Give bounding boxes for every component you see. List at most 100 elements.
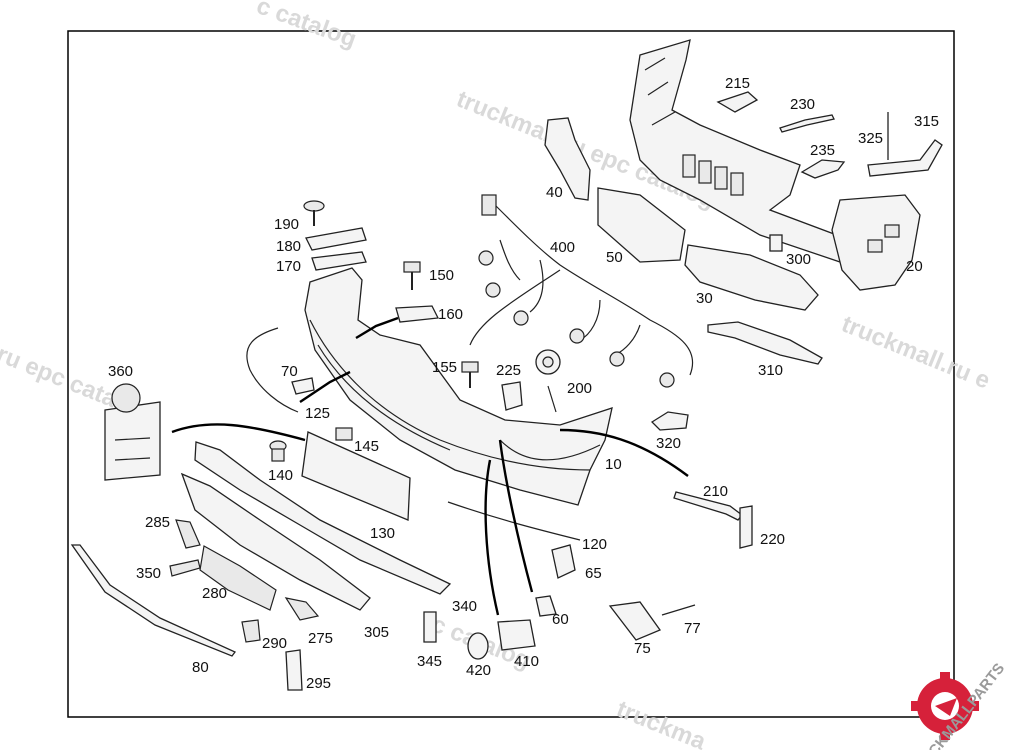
label-170: 170	[276, 258, 301, 275]
label-275: 275	[308, 630, 333, 647]
label-145: 145	[354, 438, 379, 455]
watermark: truckmall.ru e	[838, 311, 994, 395]
nut-145-part	[335, 427, 353, 441]
grille-275-part	[284, 597, 320, 621]
diagram-frame	[67, 30, 955, 718]
clip-225-part	[501, 381, 523, 411]
label-150: 150	[429, 267, 454, 284]
absorber-30-part	[684, 244, 819, 311]
label-10: 10	[605, 456, 622, 473]
nut-140-part	[269, 440, 287, 462]
label-220: 220	[760, 531, 785, 548]
block-410-part	[497, 619, 536, 651]
label-345: 345	[417, 653, 442, 670]
label-285: 285	[145, 514, 170, 531]
part-labels: 10 20 30 40 50 60 65 70 75 77 80 120 125…	[108, 75, 939, 692]
arrow-line	[559, 428, 689, 477]
kit-360-part	[104, 383, 161, 481]
label-235: 235	[810, 142, 835, 159]
label-125: 125	[305, 405, 330, 422]
clip-345-part	[423, 611, 437, 643]
bracket-220-part	[739, 505, 753, 549]
bracket-40-part	[544, 117, 591, 201]
clip-65-part	[551, 544, 576, 579]
arrow-line	[355, 316, 399, 340]
bumper-cover-10-part	[304, 267, 613, 506]
label-120: 120	[582, 536, 607, 553]
clip-235-part	[800, 159, 846, 179]
label-215: 215	[725, 75, 750, 92]
truckmall-logo: TRUCKMALLPARTS	[906, 660, 1008, 750]
nut-160-part	[395, 305, 440, 323]
label-315: 315	[914, 113, 939, 130]
label-305: 305	[364, 624, 389, 641]
label-155: 155	[432, 359, 457, 376]
label-40: 40	[546, 184, 563, 201]
ring-420-part	[467, 632, 489, 660]
strip-80-part	[70, 544, 237, 657]
label-130: 130	[370, 525, 395, 542]
label-280: 280	[202, 585, 227, 602]
watermark: c catalog	[253, 0, 360, 53]
arrow-line	[547, 385, 557, 413]
screw-155-part	[461, 361, 479, 388]
label-180: 180	[276, 238, 301, 255]
label-300: 300	[786, 251, 811, 268]
watermark: truckma	[613, 696, 710, 750]
arrow-line	[498, 439, 534, 593]
clip-290-part	[241, 619, 261, 643]
trim-strip-120-part	[447, 501, 581, 541]
gear-icon	[911, 672, 979, 740]
label-295: 295	[306, 675, 331, 692]
wiring-harness-400-part	[469, 194, 694, 388]
label-77: 77	[684, 620, 701, 637]
label-400: 400	[550, 239, 575, 256]
label-30: 30	[696, 290, 713, 307]
label-420: 420	[466, 662, 491, 679]
bracket-180-part	[305, 227, 367, 251]
screw-150-part	[403, 261, 421, 290]
absorber-50-part	[597, 187, 686, 263]
label-340: 340	[452, 598, 477, 615]
cable-125-part	[246, 327, 299, 413]
label-190: 190	[274, 216, 299, 233]
label-160: 160	[438, 306, 463, 323]
label-310: 310	[758, 362, 783, 379]
arrow-line	[171, 423, 306, 442]
bracket-300-part	[769, 234, 783, 252]
label-50: 50	[606, 249, 623, 266]
screw-190-part	[303, 200, 325, 226]
clip-320-part	[650, 411, 689, 431]
label-20: 20	[906, 258, 923, 275]
clip-215-part	[716, 91, 759, 113]
arrow-line	[299, 370, 351, 403]
license-plate-130-part	[301, 431, 411, 521]
sensor-200-part	[535, 349, 561, 375]
grille-280-part	[199, 545, 277, 611]
label-75: 75	[634, 640, 651, 657]
screw-210-part	[673, 491, 743, 521]
label-290: 290	[262, 635, 287, 652]
label-65: 65	[585, 565, 602, 582]
pin-77-part	[661, 604, 696, 616]
label-350: 350	[136, 565, 161, 582]
label-140: 140	[268, 467, 293, 484]
grille-340-part	[194, 441, 452, 595]
label-230: 230	[790, 96, 815, 113]
label-200: 200	[567, 380, 592, 397]
trim-315-part	[867, 139, 943, 177]
label-210: 210	[703, 483, 728, 500]
label-60: 60	[552, 611, 569, 628]
support-310-part	[707, 321, 823, 365]
clip-60-part	[535, 595, 557, 617]
cover-75-part	[608, 601, 662, 641]
bracket-170-part	[311, 251, 367, 271]
label-410: 410	[514, 653, 539, 670]
side-bracket-right-part	[831, 194, 921, 291]
clip-70-part	[291, 377, 315, 395]
screw-230-part	[779, 114, 835, 133]
label-360: 360	[108, 363, 133, 380]
grille-285-part	[175, 519, 201, 549]
clip-295-part	[285, 649, 303, 691]
